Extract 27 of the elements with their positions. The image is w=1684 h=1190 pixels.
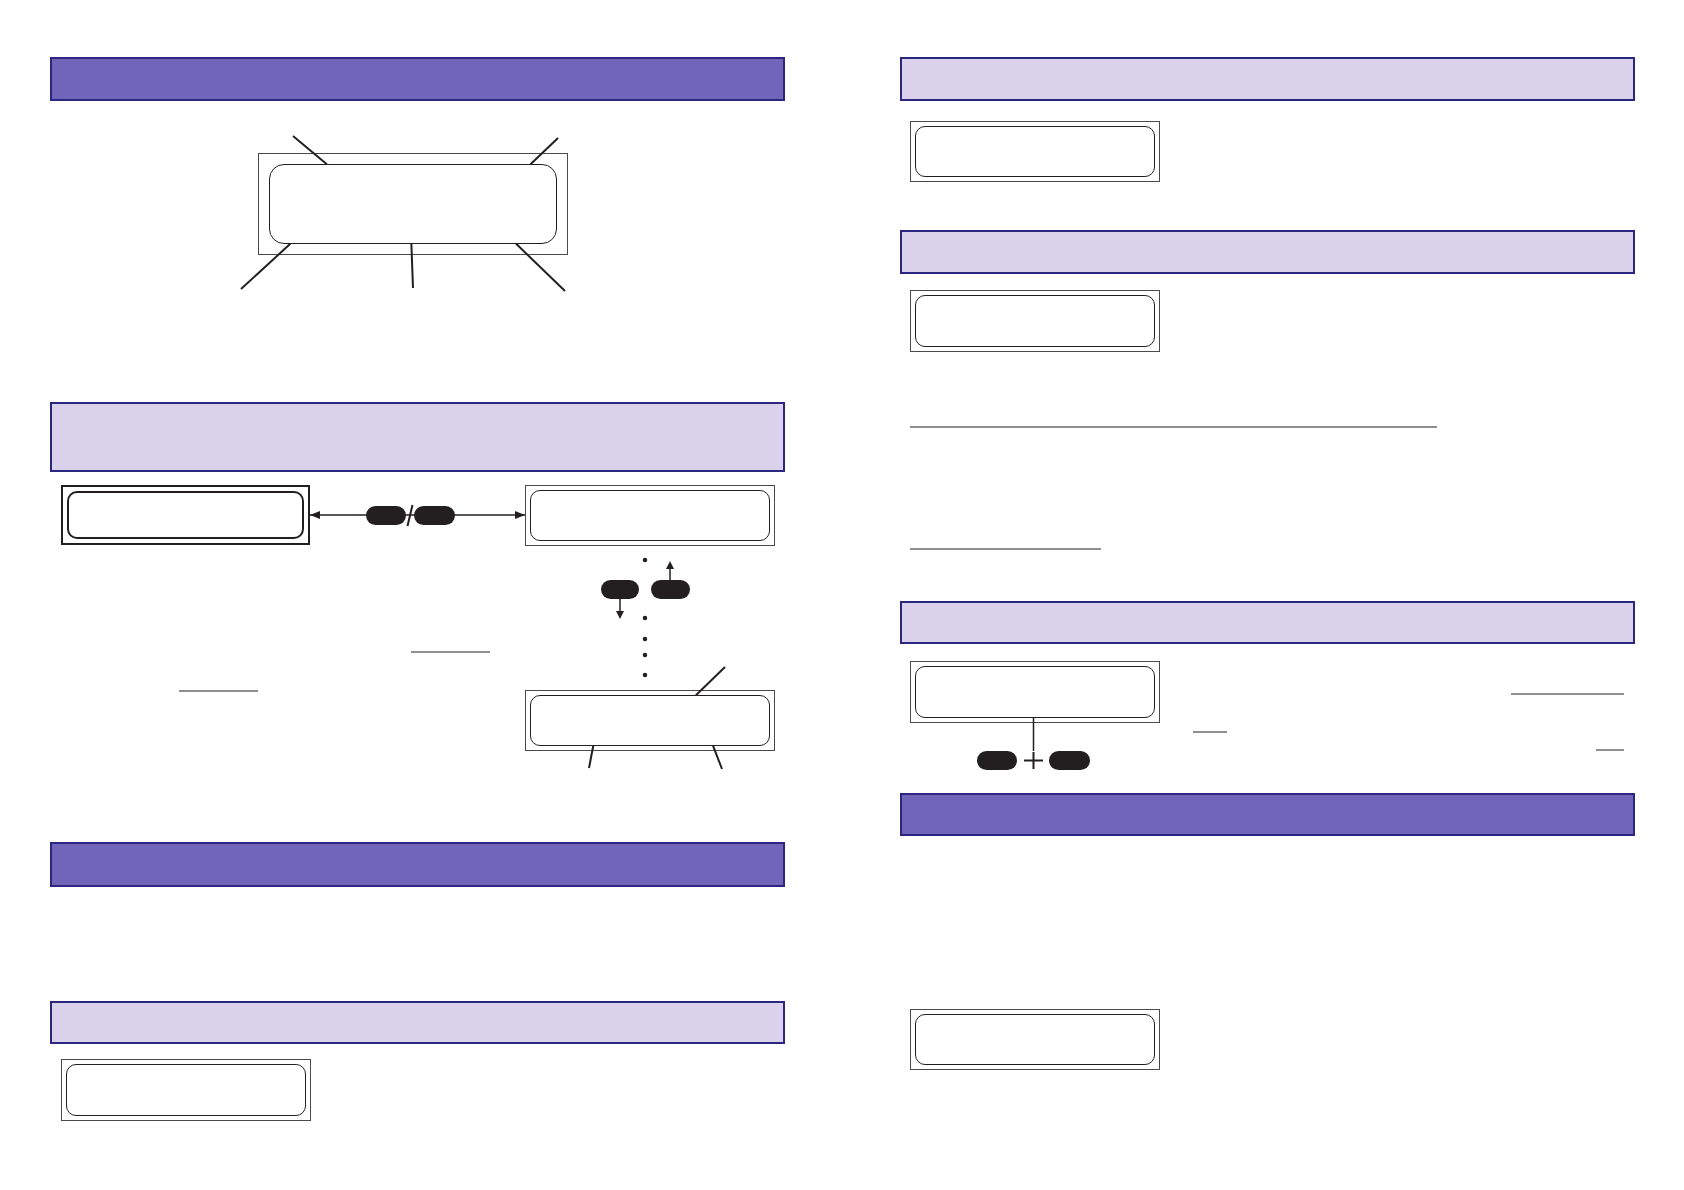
section-header-bar bbox=[50, 57, 785, 101]
leader-line bbox=[694, 666, 726, 697]
display-panel bbox=[61, 485, 310, 545]
display-panel bbox=[525, 485, 775, 546]
connector-line bbox=[1032, 716, 1035, 752]
section-header-bar bbox=[50, 1001, 785, 1044]
leader-line bbox=[529, 137, 559, 166]
section-header-bar bbox=[900, 57, 1635, 101]
display-panel bbox=[61, 1059, 311, 1121]
leader-line bbox=[588, 744, 595, 769]
leader-line bbox=[240, 242, 292, 290]
leader-line bbox=[292, 135, 328, 166]
section-header-bar bbox=[50, 842, 785, 887]
leader-line bbox=[410, 242, 414, 289]
display-panel bbox=[910, 1009, 1160, 1070]
section-header-bar bbox=[900, 230, 1635, 274]
leader-line bbox=[712, 744, 723, 770]
display-panel bbox=[910, 290, 1160, 352]
display-panel bbox=[525, 690, 775, 751]
leader-line bbox=[515, 242, 566, 292]
section-header-bar bbox=[50, 402, 785, 472]
key-combination-icon bbox=[977, 751, 1090, 770]
section-header-bar bbox=[900, 793, 1635, 836]
section-header-bar bbox=[900, 601, 1635, 644]
display-panel bbox=[258, 153, 568, 255]
display-panel bbox=[910, 121, 1160, 182]
display-panel bbox=[910, 661, 1160, 723]
